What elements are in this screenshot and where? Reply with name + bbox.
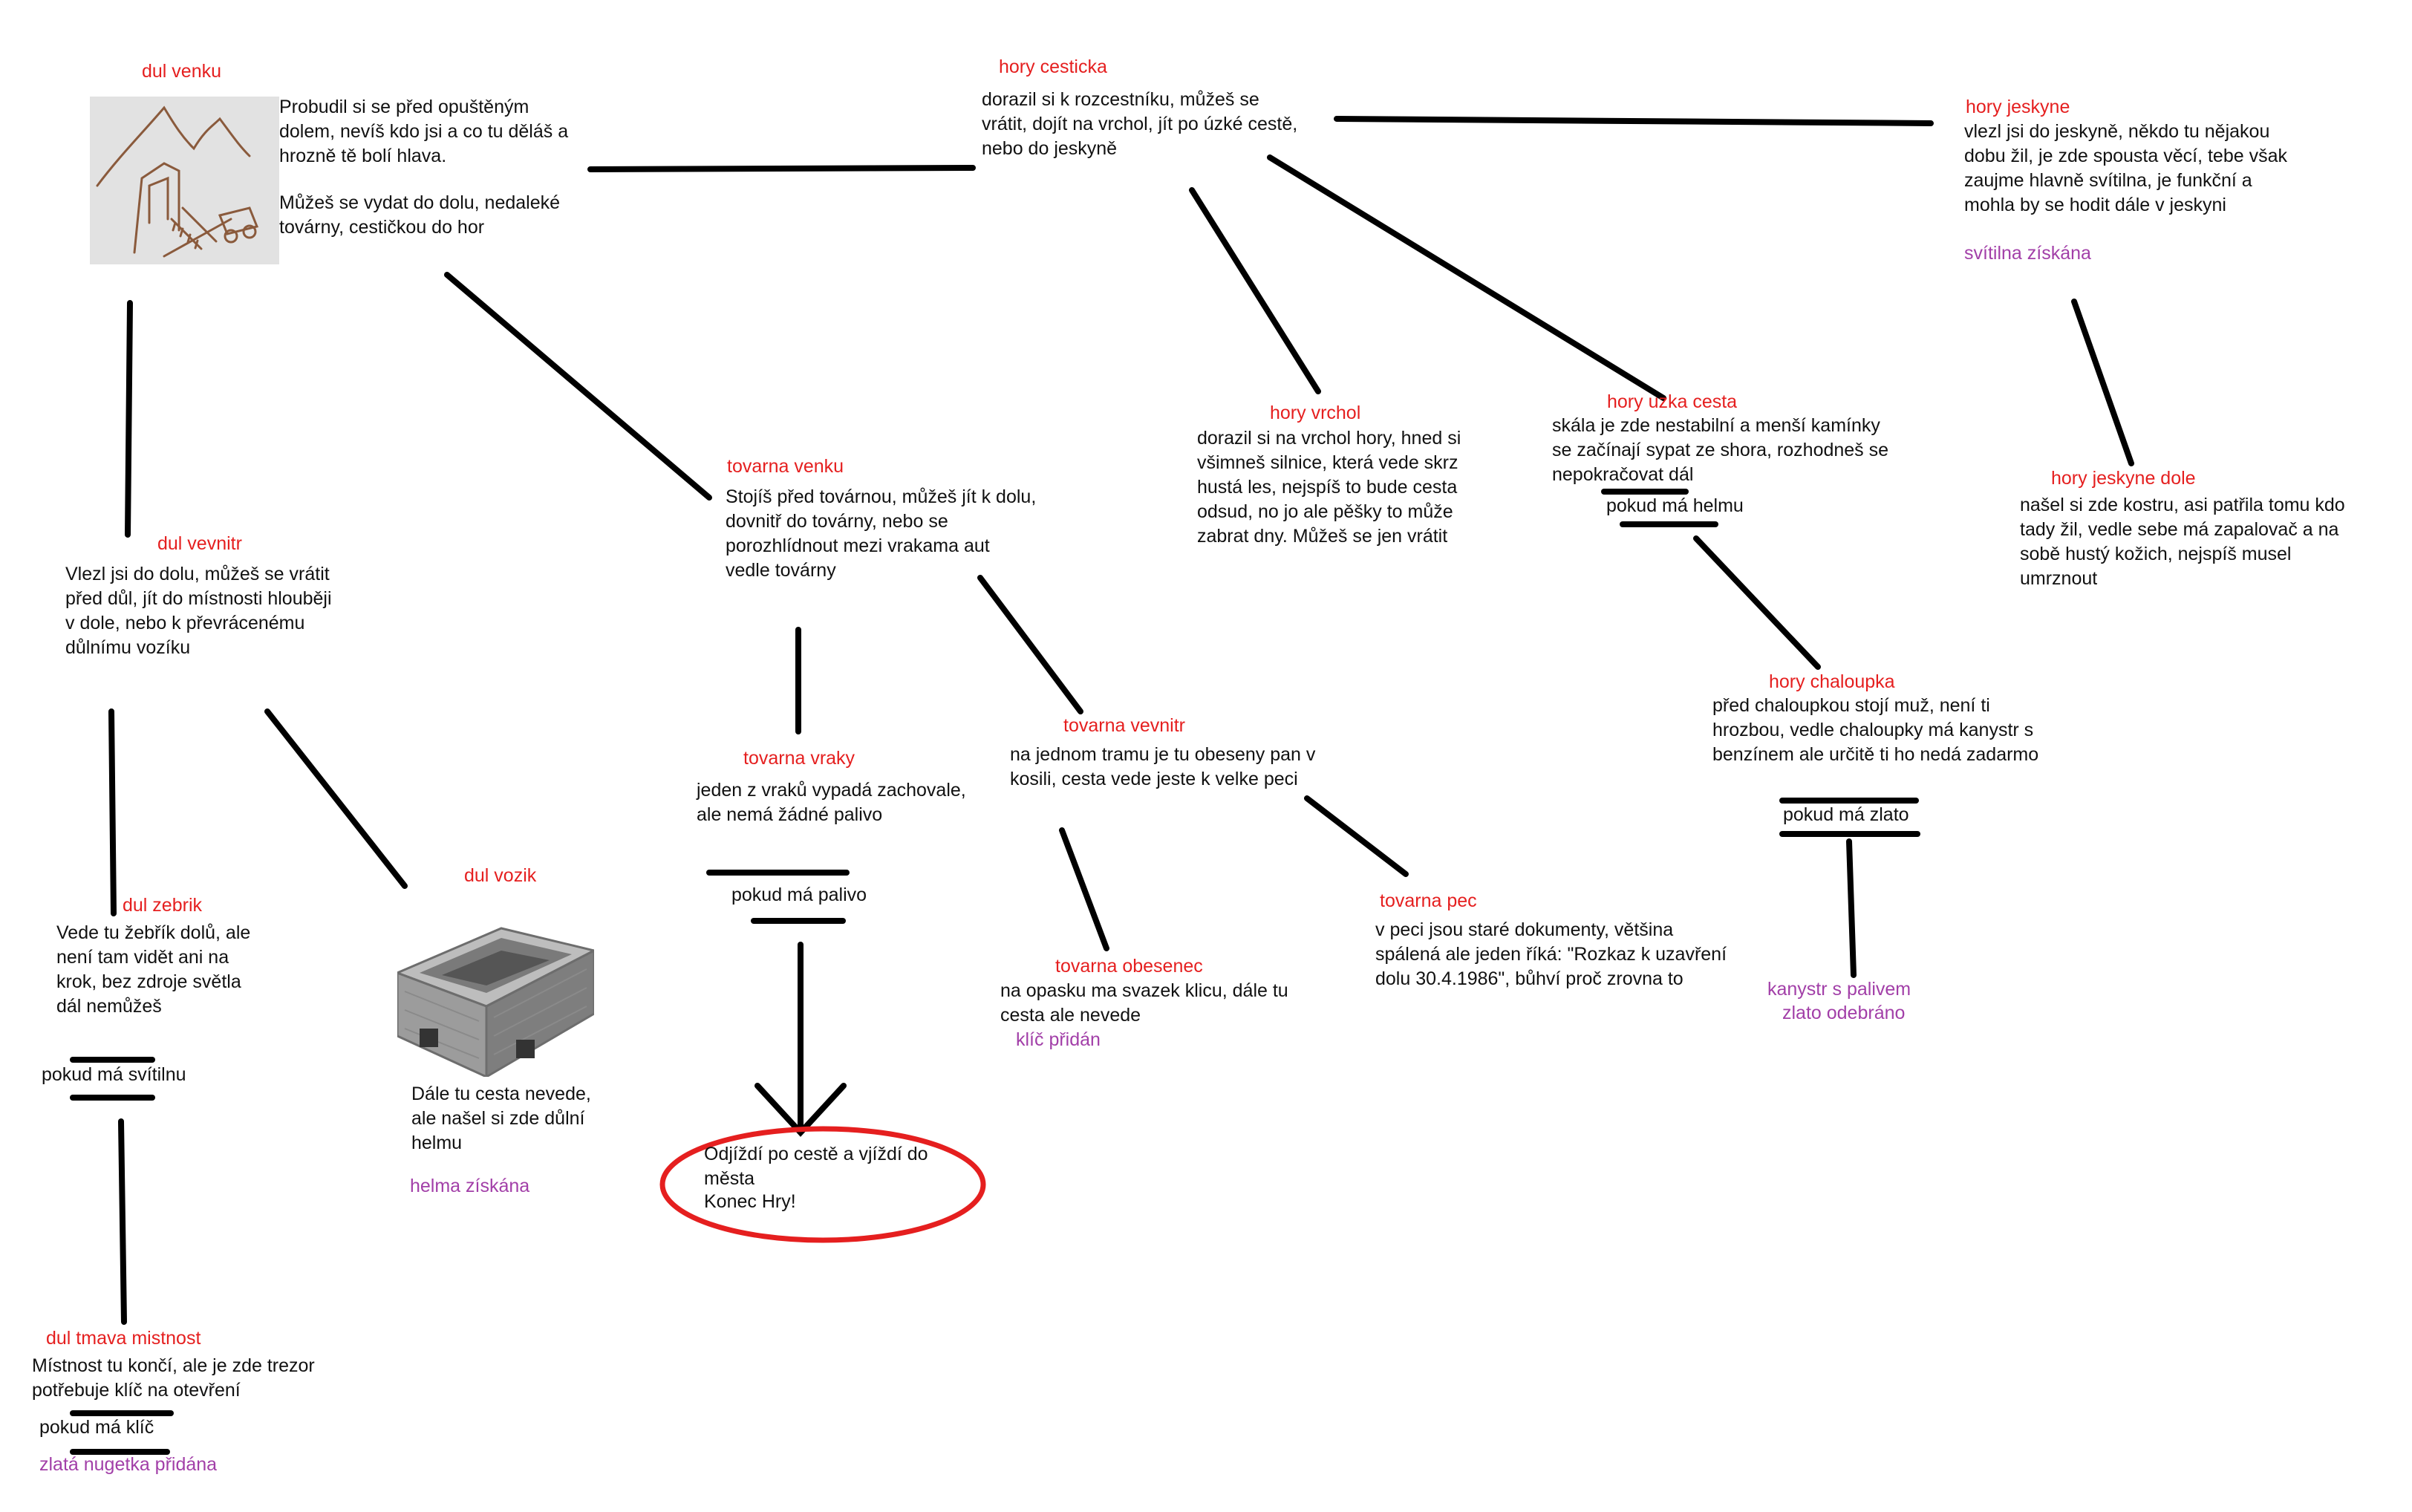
node-title-dul-vevnitr: dul vevnitr [157,533,242,554]
node-text2-dul-venku: Můžeš se vydat do dolu, nedaleké továrny… [279,192,561,238]
edge-dulvevnitr-zebrik [108,708,117,916]
node-text-dul-tmava-mistnost: Místnost tu končí, ale je zde trezor pot… [32,1355,315,1401]
node-title-hory-cesticka: hory cesticka [999,56,1107,77]
end-node-text2: Konec Hry! [704,1191,796,1212]
edge-uzka-chaloupka [1693,535,1821,670]
node-text-dul-vevnitr: Vlezl jsi do dolu, můžeš se vrátit před … [65,564,332,658]
node-cond-dul-tmava-mistnost: pokud má klíč [39,1417,154,1438]
node-gain-hory-chaloupka: kanystr s palivem [1767,979,1911,1000]
node-text-dul-venku: Probudil si se před opuštěným dolem, nev… [279,97,569,166]
node-cond-dul-zebrik: pokud má svítilnu [42,1064,186,1085]
node-text-hory-uzka-cesta: skála je zde nestabilní a menší kamínky … [1552,415,1889,485]
edge-vevnitr-pec [1304,795,1409,877]
node-title-dul-tmava-mistnost: dul tmava mistnost [46,1328,201,1349]
edge-cesticka-uzka [1267,154,1666,401]
node-cond-hory-chaloupka: pokud má zlato [1783,804,1909,825]
node-title-dul-vozik: dul vozik [464,865,537,886]
node-title-tovarna-obesenec: tovarna obesenec [1055,956,1203,977]
node-text-hory-jeskyne-dole: našel si zde kostru, asi patřila tomu kd… [2020,495,2345,589]
node-text-dul-zebrik: Vede tu žebřík dolů, ale není tam vidět … [56,922,251,1017]
node-title-tovarna-vevnitr: tovarna vevnitr [1063,715,1185,736]
edge-chaloupka-kanystr [1846,838,1857,978]
end-node-text: Odjíždí po cestě a vjíždí do města [704,1144,928,1189]
node-text-hory-chaloupka: před chaloupkou stojí muž, není ti hrozb… [1712,695,2039,765]
edge-dulvenku-tovarna [444,272,712,501]
node-text-tovarna-pec: v peci jsou staré dokumenty, většina spá… [1375,919,1727,989]
node-title-hory-jeskyne-dole: hory jeskyne dole [2051,468,2196,489]
node-title-tovarna-pec: tovarna pec [1380,890,1477,911]
node-title-dul-zebrik: dul zebrik [123,895,202,916]
arrowhead [754,1083,847,1137]
node-title-hory-vrchol: hory vrchol [1270,403,1361,423]
node-text-hory-cesticka: dorazil si k rozcestníku, můžeš se vráti… [982,89,1298,159]
node-text-tovarna-venku: Stojíš před továrnou, můžeš jít k dolu, … [726,486,1037,581]
node-text-tovarna-vraky: jeden z vraků vypadá zachovale, ale nemá… [697,780,966,825]
edge-dulvenku-dulvevnitr [125,300,133,538]
node-text-tovarna-obesenec: na opasku ma svazek klicu, dále tu cesta… [1000,980,1288,1026]
edge-zebrik-tmava [118,1118,127,1325]
node-gain2-hory-chaloupka: zlato odebráno [1782,1003,1906,1023]
node-gain-hory-jeskyne: svítilna získána [1964,243,2091,264]
node-title-hory-jeskyne: hory jeskyne [1966,97,2070,117]
end-ring [659,1126,986,1243]
node-title-hory-uzka-cesta: hory uzka cesta [1607,391,1738,412]
node-cond-tovarna-vraky: pokud má palivo [731,884,867,905]
node-text-hory-vrchol: dorazil si na vrchol hory, hned si všimn… [1197,428,1461,547]
node-text-hory-jeskyne: vlezl jsi do jeskyně, někdo tu nějakou d… [1964,121,2287,215]
node-title-tovarna-vraky: tovarna vraky [743,748,855,769]
node-gain-dul-vozik: helma získána [410,1176,530,1196]
edge-cesticka-vrchol [1189,187,1321,394]
node-title-dul-venku: dul venku [142,61,222,82]
node-title-hory-chaloupka: hory chaloupka [1769,671,1895,692]
edge-dulvenku-cesticka [587,165,976,172]
node-title-tovarna-venku: tovarna venku [727,456,844,477]
mine-entrance-illustration [90,97,279,264]
node-text-dul-vozik: Dále tu cesta nevede, ale našel si zde d… [411,1084,591,1153]
edge-cesticka-jeskyne [1334,116,1934,126]
minecart-icon [394,917,598,1079]
node-gain-dul-tmava-mistnost: zlatá nugetka přidána [39,1454,218,1475]
node-gain-tovarna-obesenec: klíč přidán [1016,1029,1101,1050]
node-cond-hory-uzka-cesta: pokud má helmu [1606,495,1744,516]
edge-jeskyne-dole [2071,299,2134,466]
edge-vevnitr-obesenec [1059,827,1109,951]
edge-tovarna-vevnitr [977,575,1083,714]
edge-dulvevnitr-vozik [264,708,408,889]
node-text-tovarna-vevnitr: na jednom tramu je tu obeseny pan v kosi… [1010,744,1316,789]
